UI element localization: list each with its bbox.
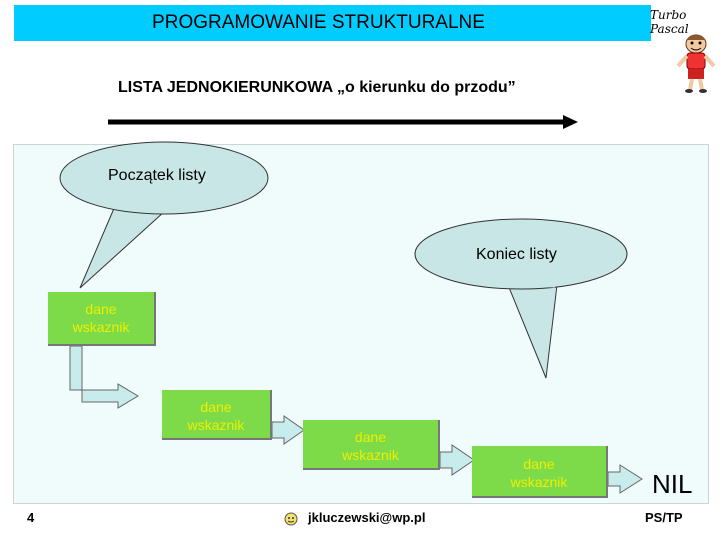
node-data-label: dane bbox=[303, 428, 438, 446]
list-node-2: dane wskaznik bbox=[162, 390, 272, 440]
node-pointer-label: wskaznik bbox=[48, 318, 154, 336]
callout-start-shape bbox=[80, 206, 165, 288]
clipart-icon bbox=[284, 512, 298, 526]
node-connector bbox=[608, 465, 642, 493]
node-connector bbox=[70, 346, 138, 408]
page-number: 4 bbox=[27, 510, 34, 525]
node-pointer-label: wskaznik bbox=[472, 473, 606, 491]
course-label: PS/TP bbox=[645, 510, 683, 525]
list-node-3: dane wskaznik bbox=[303, 420, 440, 470]
node-data-label: dane bbox=[48, 300, 154, 318]
node-pointer-label: wskaznik bbox=[162, 416, 270, 434]
node-data-label: dane bbox=[162, 398, 270, 416]
node-connector bbox=[440, 445, 474, 475]
node-connector bbox=[272, 416, 304, 444]
nil-label: NIL bbox=[652, 469, 692, 500]
node-data-label: dane bbox=[472, 455, 606, 473]
callout-start-label: Początek listy bbox=[108, 167, 206, 185]
callout-end-shape bbox=[506, 280, 557, 378]
author-email: jkluczewski@wp.pl bbox=[308, 510, 425, 525]
node-pointer-label: wskaznik bbox=[303, 446, 438, 464]
list-node-1: dane wskaznik bbox=[48, 292, 156, 346]
list-node-4: dane wskaznik bbox=[472, 446, 608, 498]
callout-end-label: Koniec listy bbox=[476, 246, 557, 264]
